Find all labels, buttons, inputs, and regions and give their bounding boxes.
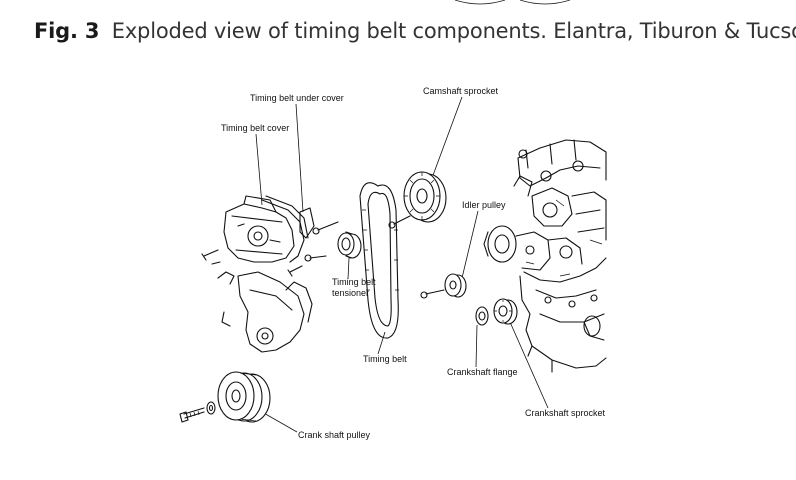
timing-belt-cover-assembly <box>201 195 339 353</box>
crankshaft-sprocket <box>493 298 518 325</box>
label-crankshaft-sprocket: Crankshaft sprocket <box>525 408 606 418</box>
engine-block <box>483 139 607 373</box>
label-crankshaft-flange: Crankshaft flange <box>447 367 518 377</box>
label-camshaft-sprocket: Camshaft sprocket <box>423 86 499 96</box>
crank-shaft-pulley <box>179 371 271 423</box>
crankshaft-flange <box>475 306 489 326</box>
camshaft-sprocket <box>388 171 447 229</box>
timing-belt <box>359 182 399 339</box>
label-tensioner-line1: Timing belt <box>332 277 376 287</box>
label-tensioner-line2: tensioner <box>332 288 369 298</box>
idler-pulley <box>420 273 467 299</box>
label-idler-pulley: Idler pulley <box>462 200 506 210</box>
figure-number: Fig. 3 <box>34 19 100 43</box>
label-timing-belt-under-cover: Timing belt under cover <box>250 93 344 103</box>
figure-title: Exploded view of timing belt components.… <box>111 19 796 43</box>
label-timing-belt: Timing belt <box>363 354 407 364</box>
figure-caption: Fig. 3 Exploded view of timing belt comp… <box>34 19 796 43</box>
top-edge-decoration <box>454 0 571 5</box>
timing-belt-tensioner <box>337 231 362 259</box>
label-timing-belt-cover: Timing belt cover <box>221 123 289 133</box>
label-crank-shaft-pulley: Crank shaft pulley <box>298 430 371 440</box>
leader-lines <box>255 96 549 433</box>
